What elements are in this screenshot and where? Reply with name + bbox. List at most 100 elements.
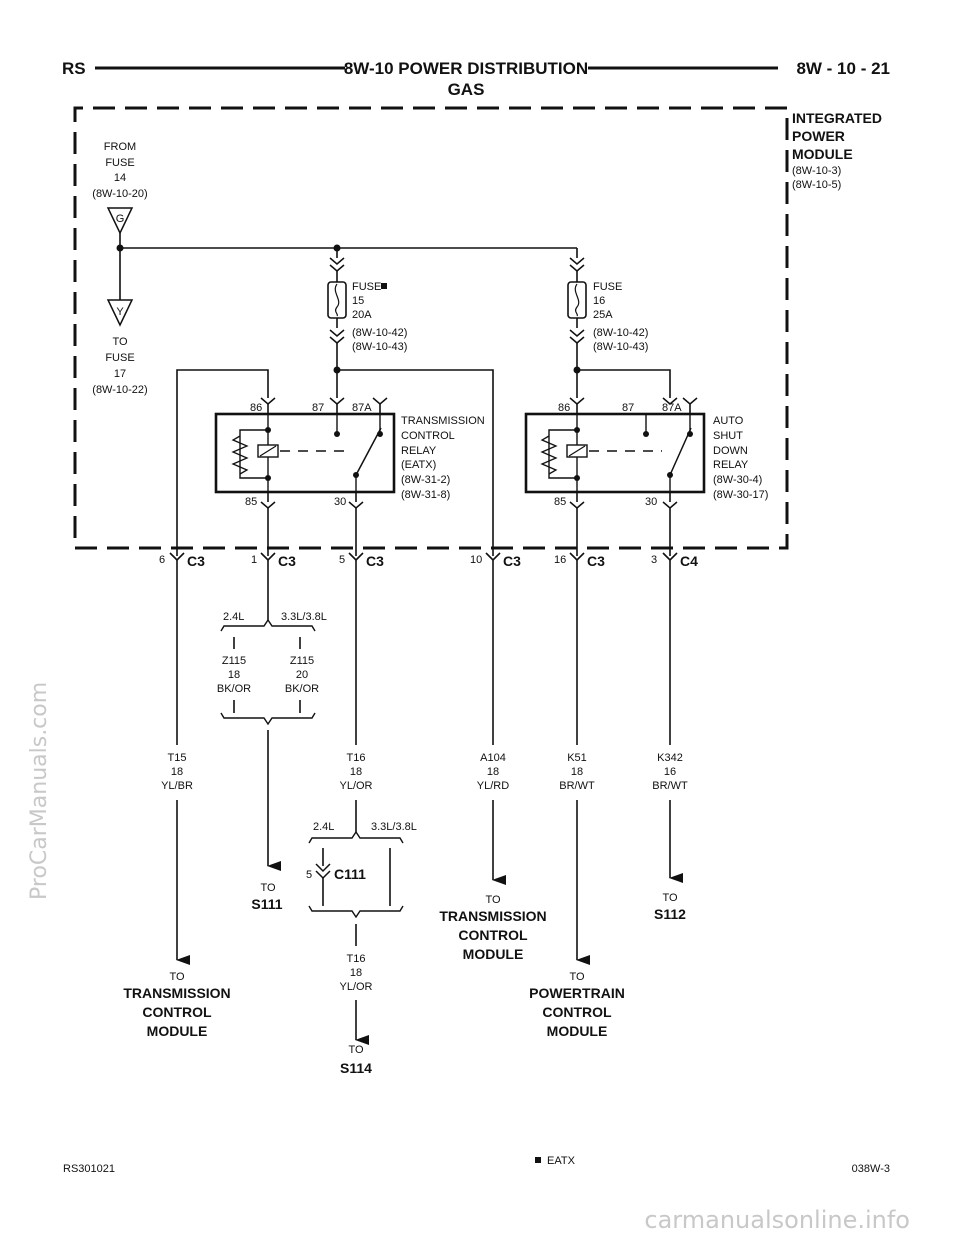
- connector-c3-pin5: 5 C3: [339, 552, 384, 569]
- a104-circuit: A104: [480, 752, 506, 764]
- tcr-line-4: (EATX): [401, 459, 436, 471]
- connector-c4-pin3: 3 C4: [651, 552, 698, 569]
- k51-wire: K51 18 BR/WT TO POWERTRAIN CONTROL MODUL…: [529, 560, 625, 1039]
- k51-color: BR/WT: [559, 780, 595, 792]
- k51-circuit: K51: [567, 752, 587, 764]
- t15-color: YL/BR: [161, 780, 193, 792]
- eatx-note-marker-icon: [535, 1157, 541, 1163]
- s114-name: S114: [340, 1060, 372, 1076]
- splice-marker-y: [106, 299, 134, 327]
- k51-gauge: 18: [571, 766, 583, 778]
- asd-line-3: DOWN: [713, 445, 748, 457]
- pcm-name-2: CONTROL: [542, 1004, 612, 1020]
- from-fuse-line-1: FROM: [104, 141, 136, 153]
- tcr-line-5: (8W-31-2): [401, 474, 450, 486]
- asd-pin-86: 86: [558, 402, 570, 414]
- relay-switch-icon: [355, 427, 382, 476]
- connector-name: C3: [587, 553, 605, 569]
- ipm-outline: [73, 106, 789, 550]
- tcr-pin-86: 86: [250, 402, 262, 414]
- s112-to: TO: [662, 892, 678, 904]
- from-fuse-14: FROM FUSE 14 (8W-10-20) G: [92, 141, 148, 235]
- from-fuse-line-4: (8W-10-20): [92, 188, 147, 200]
- pcm-name-1: POWERTRAIN: [529, 985, 625, 1001]
- asd-pin-87a: 87A: [662, 402, 682, 414]
- splice-dot: [333, 244, 341, 252]
- fuse-pin-icon: [329, 257, 345, 272]
- connector-name: C3: [187, 553, 205, 569]
- eatx-note-marker-icon: [381, 283, 387, 289]
- z115-left-circuit: Z115: [222, 655, 246, 667]
- a104-gauge: 18: [487, 766, 499, 778]
- engine-label-right: 3.3L/3.8L: [281, 611, 327, 623]
- fuse16-line-2: 16: [593, 295, 605, 307]
- z115-left-gauge: 18: [228, 669, 240, 681]
- z115-engine-split: 2.4L 3.3L/3.8L Z115 18 BK/OR Z115 20 BK/…: [217, 560, 327, 912]
- t16-lower-gauge: 18: [350, 967, 362, 979]
- connector-row: 6 C3 1 C3 5 C3 10 C3 16 C3 3 C4: [159, 552, 698, 569]
- z115-right-gauge: 20: [296, 669, 308, 681]
- to-fuse-line-1: TO: [112, 336, 128, 348]
- side-watermark: ProCarManuals.com: [27, 682, 52, 900]
- pcm-to: TO: [569, 971, 585, 983]
- tcr-pin-30: 30: [334, 496, 346, 508]
- fuse-icon: [567, 281, 587, 319]
- t16-lower-circuit: T16: [347, 953, 366, 965]
- tcr-line-1: TRANSMISSION: [401, 415, 485, 427]
- fuse16-ref-1: (8W-10-42): [593, 327, 648, 339]
- t15-wire: T15 18 YL/BR TO TRANSMISSION CONTROL MOD…: [123, 560, 231, 1039]
- asd-line-1: AUTO: [713, 415, 744, 427]
- page-footer: RS301021 EATX 038W-3: [63, 1155, 890, 1175]
- connector-pin: 10: [470, 554, 482, 566]
- diagram-code: RS301021: [63, 1163, 115, 1175]
- asd-line-4: RELAY: [713, 459, 749, 471]
- tcm1-name-1: TRANSMISSION: [123, 985, 230, 1001]
- splice-dot: [333, 366, 341, 374]
- tcm2-name-2: CONTROL: [458, 927, 528, 943]
- option-bracket-bottom: [220, 712, 316, 726]
- relay-switch-icon: [669, 427, 692, 476]
- fuse15-ref-1: (8W-10-42): [352, 327, 407, 339]
- fuse15-line-2: 15: [352, 295, 364, 307]
- connector-name: C3: [366, 553, 384, 569]
- c111-pin: 5: [306, 869, 312, 881]
- s111-name: S111: [251, 896, 282, 912]
- fuse-15: FUSE 15 20A (8W-10-42) (8W-10-43): [327, 257, 407, 353]
- asd-line-6: (8W-30-17): [713, 489, 768, 501]
- transmission-control-relay: 86 87 87A 85 30 TRANSMISSION CO: [214, 397, 485, 509]
- t15-circuit: T15: [168, 752, 187, 764]
- ipm-name-2: POWER: [792, 128, 845, 144]
- option-bracket-top: [308, 830, 404, 844]
- tcr-pin-85: 85: [245, 496, 257, 508]
- tcr-line-6: (8W-31-8): [401, 489, 450, 501]
- connector-name: C4: [680, 553, 698, 569]
- fuse16-ref-2: (8W-10-43): [593, 341, 648, 353]
- resistor-icon: [540, 435, 558, 475]
- tcm1-name-2: CONTROL: [142, 1004, 212, 1020]
- relay-box: [214, 412, 396, 494]
- asd-line-2: SHUT: [713, 430, 743, 442]
- fuse16-line-3: 25A: [593, 309, 613, 321]
- asd-pin-30: 30: [645, 496, 657, 508]
- asd-pin-85: 85: [554, 496, 566, 508]
- to-fuse-line-4: (8W-10-22): [92, 384, 147, 396]
- connector-pin: 6: [159, 554, 165, 566]
- z115-right-color: BK/OR: [285, 683, 319, 695]
- connector-pin: 5: [339, 554, 345, 566]
- k342-color: BR/WT: [652, 780, 688, 792]
- tcm2-name-3: MODULE: [463, 946, 524, 962]
- t15-gauge: 18: [171, 766, 183, 778]
- s112-name: S112: [654, 906, 686, 922]
- fuse-16: FUSE 16 25A (8W-10-42) (8W-10-43): [567, 257, 648, 353]
- tcr-pin-87a: 87A: [352, 402, 372, 414]
- ipm-name-3: MODULE: [792, 146, 853, 162]
- relay-output-wiring: [176, 508, 671, 556]
- pcm-name-3: MODULE: [547, 1023, 608, 1039]
- page-number: 8W - 10 - 21: [796, 59, 890, 78]
- ipm-label: INTEGRATED POWER MODULE (8W-10-3) (8W-10…: [792, 110, 882, 191]
- ipm-ref-2: (8W-10-5): [792, 179, 841, 191]
- tcr-line-2: CONTROL: [401, 430, 455, 442]
- splice-dot: [116, 244, 124, 252]
- page-subtitle: GAS: [448, 80, 485, 99]
- fuse15-line-3: 20A: [352, 309, 372, 321]
